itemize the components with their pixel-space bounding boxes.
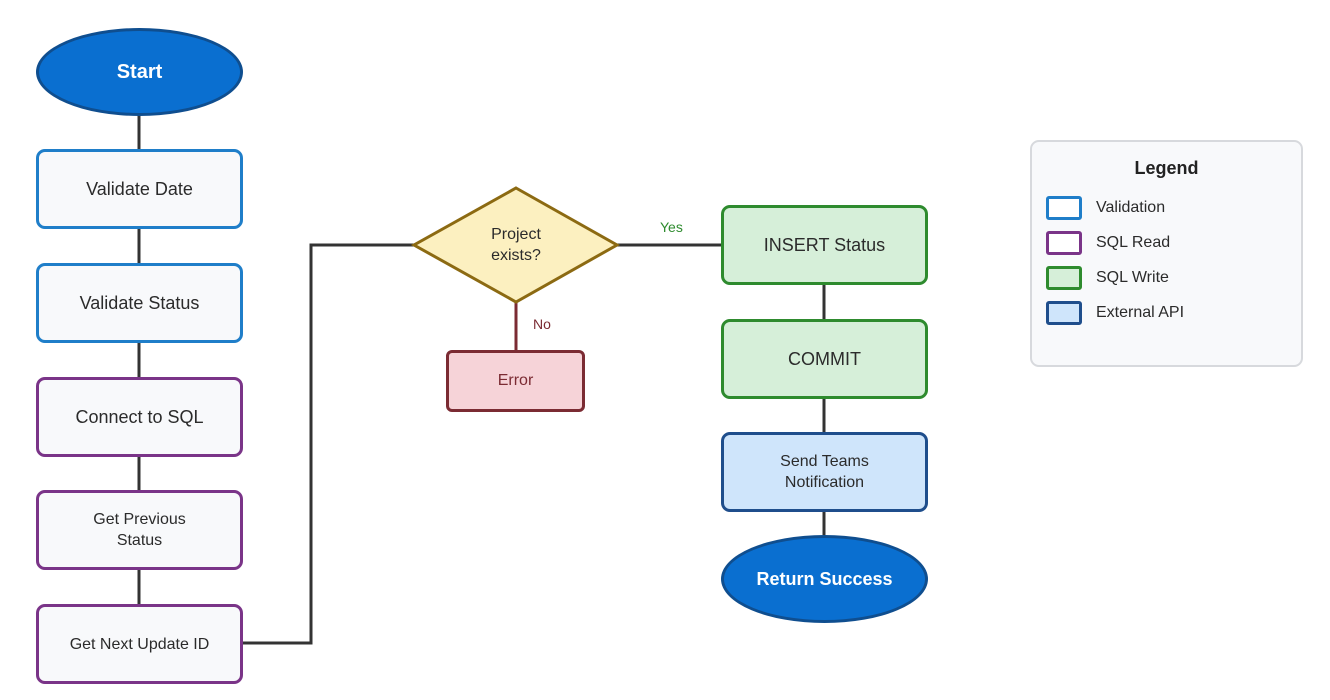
legend-label: Validation — [1096, 199, 1166, 216]
commit-step: COMMIT — [721, 319, 928, 399]
insert-status-label: INSERT Status — [763, 234, 886, 255]
validate-date-label: Validate Date — [86, 178, 193, 199]
no-edge-label: No — [533, 316, 551, 332]
project-exists-label: Project exists? — [491, 226, 541, 264]
decision-label: Project exists? — [444, 215, 588, 275]
error-step: Error — [446, 350, 585, 412]
legend-swatch — [1046, 231, 1082, 255]
return-success-terminal: Return Success — [721, 535, 928, 623]
validate-status-label: Validate Status — [79, 292, 200, 313]
commit-label: COMMIT — [788, 348, 861, 369]
start-label: Start — [116, 60, 163, 83]
validate-status-step: Validate Status — [36, 263, 243, 343]
send-teams-notification-step: Send Teams Notification — [721, 432, 928, 512]
legend-swatch — [1046, 266, 1082, 290]
connect-sql-step: Connect to SQL — [36, 377, 243, 457]
legend-label: External API — [1096, 304, 1185, 321]
return-success-label: Return Success — [756, 568, 893, 589]
insert-status-step: INSERT Status — [721, 205, 928, 285]
legend-title: Legend — [1134, 158, 1199, 178]
get-next-update-id-step: Get Next Update ID — [36, 604, 243, 684]
get-previous-status-step: Get Previous Status — [36, 490, 243, 570]
legend-label: SQL Write — [1096, 269, 1169, 286]
legend-label: SQL Read — [1096, 234, 1171, 251]
legend-swatch — [1046, 301, 1082, 325]
yes-edge-label: Yes — [660, 219, 683, 235]
get-next-update-id-label: Get Next Update ID — [69, 635, 210, 653]
decision-diamond — [410, 186, 621, 304]
legend-swatch — [1046, 196, 1082, 220]
get-previous-status-label: Get Previous Status — [93, 511, 186, 549]
legend-item-external-api: External API — [1046, 299, 1184, 327]
legend-item-sql-read: SQL Read — [1046, 229, 1170, 257]
send-teams-notification-label: Send Teams Notification — [780, 453, 869, 491]
start-terminal: Start — [36, 28, 243, 116]
connector-get-next-to-decision — [242, 243, 414, 645]
error-label: Error — [497, 372, 534, 389]
legend-item-sql-write: SQL Write — [1046, 264, 1169, 292]
legend-item-validation: Validation — [1046, 194, 1165, 222]
connect-sql-label: Connect to SQL — [75, 406, 204, 427]
validate-date-step: Validate Date — [36, 149, 243, 229]
